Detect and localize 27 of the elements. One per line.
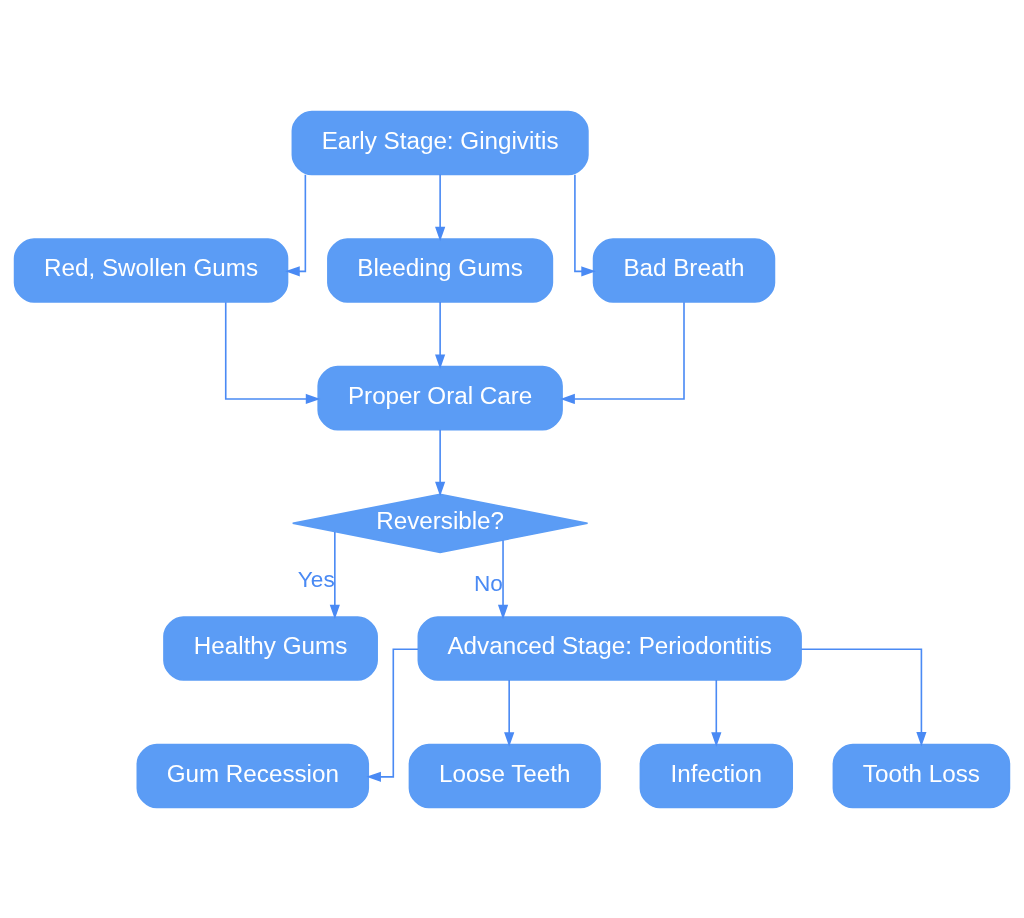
node-box: Bleeding Gums	[327, 237, 554, 303]
arrow	[497, 538, 509, 619]
node-box: Proper Oral Care	[317, 365, 563, 430]
arrow	[711, 678, 722, 747]
arrow	[560, 300, 685, 404]
edge-label: No	[474, 570, 503, 596]
node-box: Advanced Stage: Periodontitis	[417, 615, 802, 681]
node-box: Red, Swollen Gums	[13, 237, 289, 303]
node-box: Tooth Loss	[832, 743, 1011, 808]
arrow	[435, 173, 446, 241]
node-box: Bad Breath	[592, 237, 776, 303]
arrow	[800, 647, 927, 746]
node-box: Infection	[639, 743, 793, 808]
node-box: Early Stage: Gingivitis	[291, 110, 589, 175]
node-box: Gum Recession	[136, 743, 370, 808]
arrow	[435, 300, 446, 369]
arrow	[285, 173, 307, 276]
arrow	[329, 530, 340, 619]
node-box: Loose Teeth	[408, 743, 601, 808]
arrow	[435, 428, 446, 496]
edge-label: Yes	[297, 566, 335, 592]
arrow	[504, 678, 515, 747]
node-box: Healthy Gums	[163, 615, 378, 681]
arrow	[366, 647, 419, 782]
node-diamond: Reversible?	[291, 492, 589, 553]
arrow	[574, 173, 596, 276]
arrow	[224, 300, 321, 404]
